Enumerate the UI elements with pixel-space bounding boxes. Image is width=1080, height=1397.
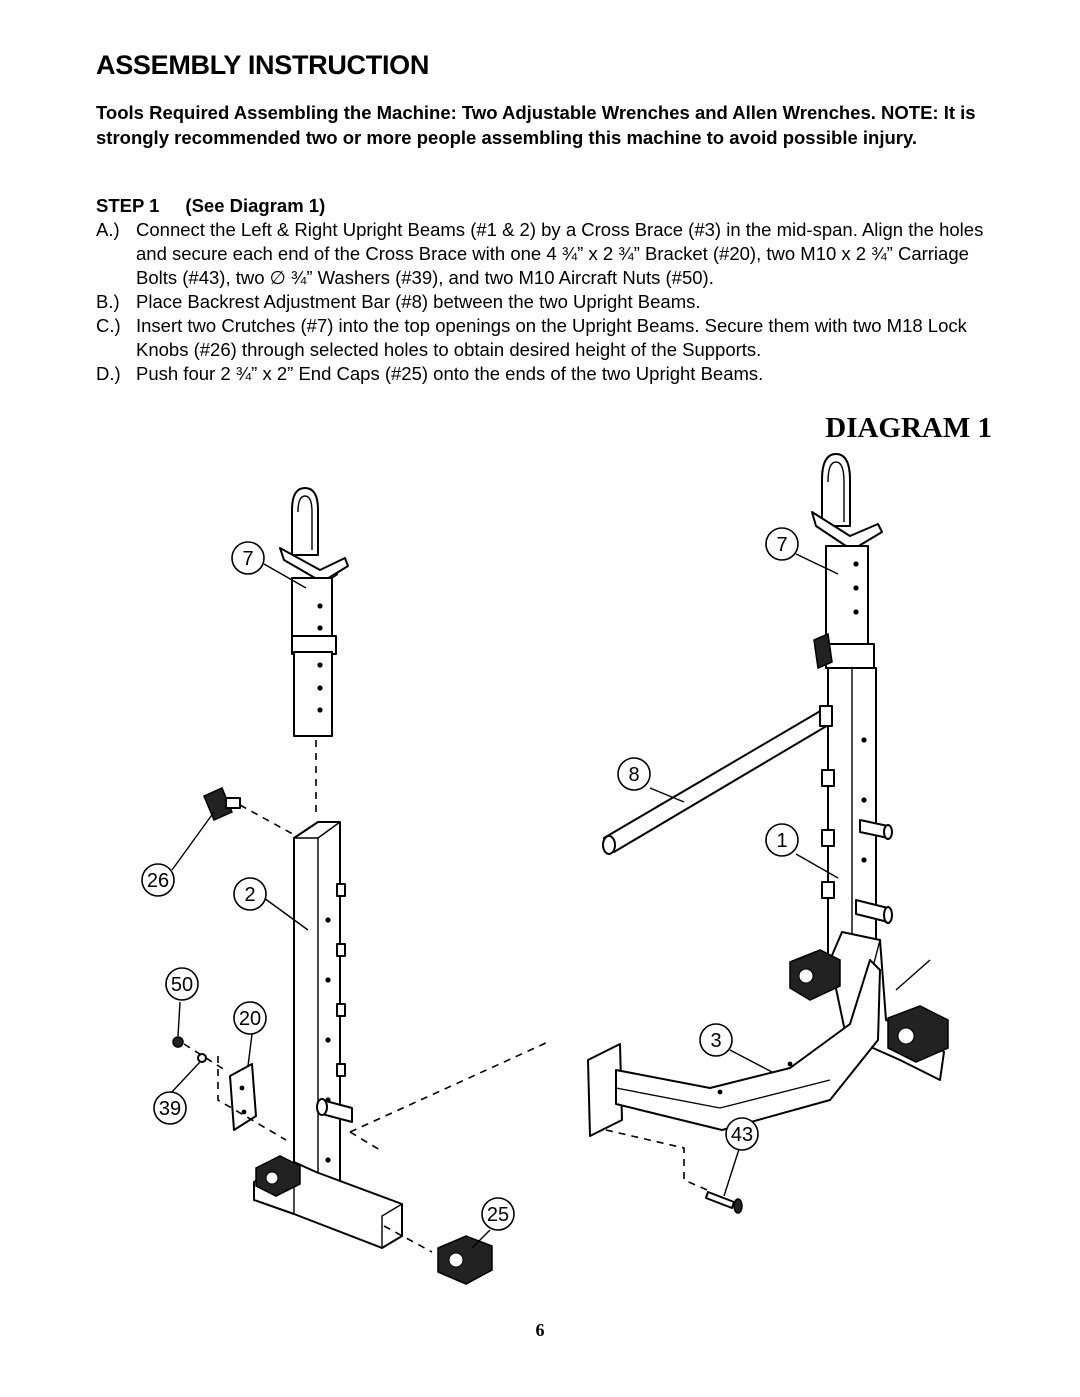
callout-label: 20 bbox=[239, 1008, 261, 1030]
instruction-item: B.) Place Backrest Adjustment Bar (#8) be… bbox=[96, 290, 1001, 314]
callout-cross-brace: 3 bbox=[699, 1023, 733, 1057]
callout-bracket: 20 bbox=[233, 1001, 267, 1035]
instruction-item: C.) Insert two Crutches (#7) into the top… bbox=[96, 314, 1001, 362]
callout-label: 26 bbox=[147, 870, 169, 892]
callout-adjustment-bar: 8 bbox=[617, 757, 651, 791]
callout-label: 1 bbox=[776, 830, 787, 852]
adjustment-bar-illustration bbox=[602, 705, 833, 855]
diagram-title: DIAGRAM 1 bbox=[825, 412, 992, 444]
instruction-marker: A.) bbox=[96, 219, 120, 240]
assembly-diagram: 7 26 2 50 20 39 25 7 8 1 3 bbox=[141, 453, 949, 1285]
callout-label: 3 bbox=[710, 1030, 721, 1052]
page-number: 6 bbox=[535, 1320, 545, 1340]
callout-label: 50 bbox=[171, 974, 193, 996]
leader-lines bbox=[169, 553, 839, 1249]
instruction-text: Place Backrest Adjustment Bar (#8) betwe… bbox=[136, 291, 701, 312]
callout-label: 25 bbox=[487, 1204, 509, 1226]
page-title: ASSEMBLY INSTRUCTION bbox=[96, 50, 430, 80]
callout-washer: 39 bbox=[153, 1091, 187, 1125]
left-upright-beam-illustration bbox=[253, 821, 403, 1249]
callout-left-upright: 2 bbox=[233, 877, 267, 911]
callout-label: 7 bbox=[776, 534, 787, 556]
instruction-text: Push four 2 ¾” x 2” End Caps (#25) onto … bbox=[136, 363, 764, 384]
callout-aircraft-nut: 50 bbox=[165, 967, 199, 1001]
callout-end-cap: 25 bbox=[481, 1197, 515, 1231]
instruction-marker: C.) bbox=[96, 315, 121, 336]
instruction-item: D.) Push four 2 ¾” x 2” End Caps (#25) on… bbox=[96, 362, 1001, 386]
tools-required-note: Tools Required Assembling the Machine: T… bbox=[96, 102, 976, 148]
callout-lock-knob: 26 bbox=[141, 863, 175, 897]
callout-crutch-left: 7 bbox=[231, 541, 265, 575]
cross-brace-illustration bbox=[587, 959, 881, 1193]
callout-crutch-right: 7 bbox=[765, 527, 799, 561]
instruction-text: Connect the Left & Right Upright Beams (… bbox=[136, 219, 984, 288]
lock-knob-illustration bbox=[203, 787, 301, 839]
end-cap-illustration bbox=[383, 1225, 493, 1285]
callout-label: 8 bbox=[628, 764, 639, 786]
step-diagram-reference: (See Diagram 1) bbox=[185, 195, 326, 216]
callout-label: 39 bbox=[159, 1098, 181, 1120]
step-heading: STEP 1 (See Diagram 1) bbox=[96, 194, 325, 218]
callout-label: 2 bbox=[244, 884, 255, 906]
step-label: STEP 1 bbox=[96, 195, 160, 216]
right-upright-beam-illustration bbox=[789, 453, 949, 1081]
callout-label: 7 bbox=[242, 548, 253, 570]
instruction-text: Insert two Crutches (#7) into the top op… bbox=[136, 315, 967, 360]
callout-label: 43 bbox=[731, 1124, 753, 1146]
instruction-marker: B.) bbox=[96, 291, 120, 312]
instruction-marker: D.) bbox=[96, 363, 121, 384]
step-instructions: A.) Connect the Left & Right Upright Beam… bbox=[96, 218, 1001, 386]
callout-right-upright: 1 bbox=[765, 823, 799, 857]
instruction-item: A.) Connect the Left & Right Upright Beam… bbox=[96, 218, 1001, 290]
callout-carriage-bolt: 43 bbox=[725, 1117, 759, 1151]
bracket-illustration bbox=[172, 1036, 549, 1151]
left-crutch-illustration bbox=[279, 487, 349, 818]
carriage-bolt-illustration bbox=[705, 1191, 743, 1214]
